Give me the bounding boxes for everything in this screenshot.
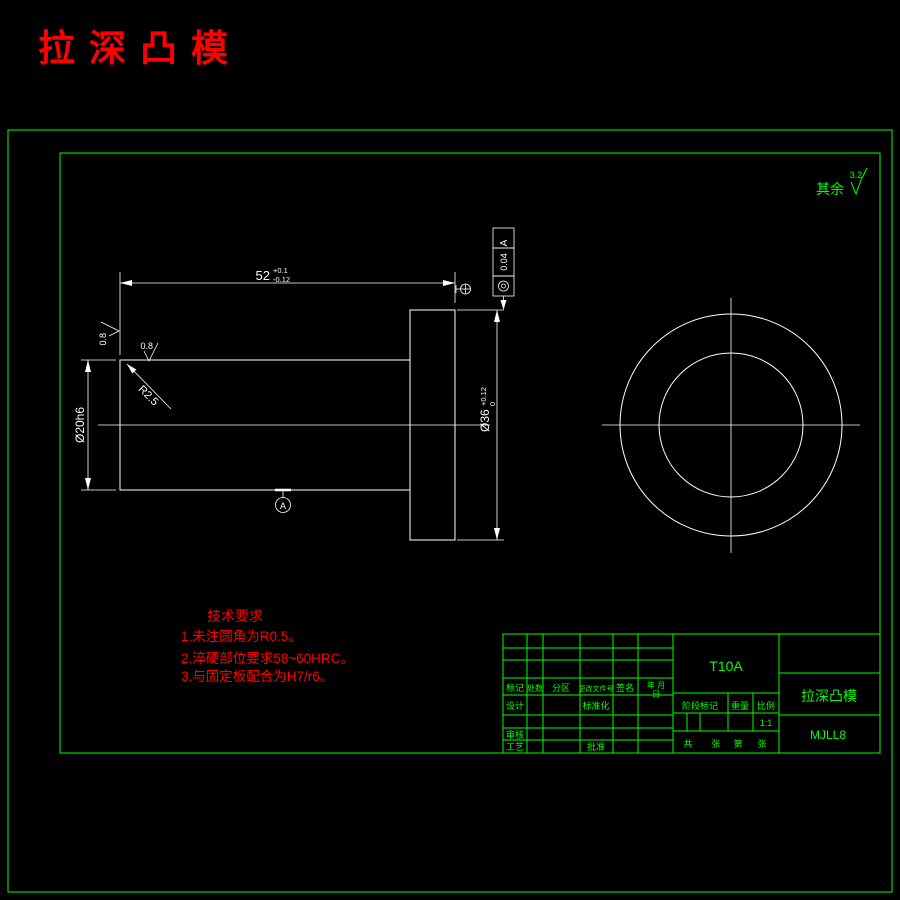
corner-note-label: 其余 — [816, 181, 844, 197]
front-view — [98, 309, 490, 541]
tb-scale-value: 1:1 — [760, 718, 773, 728]
corner-note-value: 3.2 — [850, 170, 863, 180]
tb-label-signature: 签名 — [616, 682, 634, 693]
tb-label-process: 工艺 — [506, 742, 524, 752]
dim-arrow-right — [443, 280, 455, 286]
datum-symbol: A — [275, 488, 291, 513]
feature-control-frame: A 0.04 — [492, 227, 515, 310]
tb-label-zone: 分区 — [552, 683, 570, 693]
tb-part-name: 拉深凸模 — [801, 688, 857, 704]
dimension-shank-dia: Ø20h6 — [73, 359, 116, 491]
dim-flange-value: Ø36 — [478, 409, 492, 432]
page-title: 拉深凸模 — [38, 29, 242, 70]
tb-label-scale: 比例 — [757, 700, 775, 711]
dim-52-tol-upper: +0.1 — [273, 266, 288, 275]
roughness-face-value: 0.8 — [140, 341, 153, 351]
tech-req-item-3: 3.与固定板配合为H7/r6。 — [181, 669, 333, 684]
tb-sheet-total-unit: 张 — [711, 739, 720, 749]
dim-52-tol-lower: -0.12 — [273, 275, 290, 284]
dimension-length-52: 52 +0.1 -0.12 — [119, 266, 456, 355]
general-roughness-note: 其余 3.2 — [816, 167, 868, 197]
tb-label-date-1: 年 月 — [647, 680, 665, 690]
dim-shank-text: Ø20h6 — [73, 407, 87, 443]
inner-frame — [59, 152, 881, 754]
technical-requirements: 技术要求 1.未注圆角为R0.5。 2.淬硬部位要求58~60HRC。 3.与固… — [181, 608, 354, 684]
tb-label-review: 审核 — [506, 729, 524, 740]
tb-label-approve: 批准 — [587, 741, 605, 752]
roughness-icon — [850, 167, 868, 196]
tb-drawing-no: MJLL8 — [810, 728, 846, 742]
dim-flange-tol-lower: 0 — [488, 402, 497, 406]
roughness-icon — [100, 321, 120, 337]
tech-req-item-1: 1.未注圆角为R0.5。 — [181, 629, 302, 644]
tb-label-change-doc: 更改文件号 — [579, 684, 614, 693]
tb-label-mark: 标记 — [506, 682, 524, 693]
fillet-radius-text: R2.5 — [136, 383, 161, 408]
side-view — [602, 298, 860, 553]
title-block: 标记 处数 分区 更改文件号 签名 年 月 日 设计 标准化 审核 工艺 批准 … — [502, 633, 881, 754]
tb-sheet-no-label: 第 — [733, 738, 742, 749]
concentricity-icon — [498, 280, 509, 292]
tech-req-title: 技术要求 — [207, 608, 263, 624]
dim-arrow-left — [120, 280, 132, 286]
tb-label-stage-mark: 阶段标记 — [682, 700, 718, 711]
datum-letter: A — [280, 501, 286, 511]
roughness-side-value: 0.8 — [98, 333, 108, 346]
tb-sheet-total-label: 共 — [683, 739, 692, 749]
dim-52-value: 52 — [256, 268, 270, 283]
dim-flange-tol-upper: +0.12 — [479, 387, 488, 406]
tb-label-weight: 重量 — [731, 700, 749, 711]
outer-frame — [7, 129, 893, 893]
roughness-side-mark: 0.8 — [98, 321, 120, 346]
fillet-callout: R2.5 — [126, 363, 172, 410]
fcf-tolerance: 0.04 — [499, 253, 509, 271]
target-symbol — [455, 283, 471, 295]
tb-sheet-no-unit: 张 — [757, 739, 766, 749]
dimension-flange-dia: Ø36 +0.12 0 — [457, 309, 504, 541]
tb-label-standardization: 标准化 — [582, 700, 609, 711]
tb-material: T10A — [709, 658, 743, 674]
roughness-face-mark: 0.8 — [140, 341, 159, 362]
tb-label-design: 设计 — [506, 700, 524, 711]
tb-label-date-2: 日 — [652, 690, 660, 699]
tb-label-count: 处数 — [527, 683, 543, 693]
roughness-icon — [143, 342, 159, 362]
fcf-datum-ref: A — [499, 239, 510, 246]
tech-req-item-2: 2.淬硬部位要求58~60HRC。 — [181, 651, 354, 666]
